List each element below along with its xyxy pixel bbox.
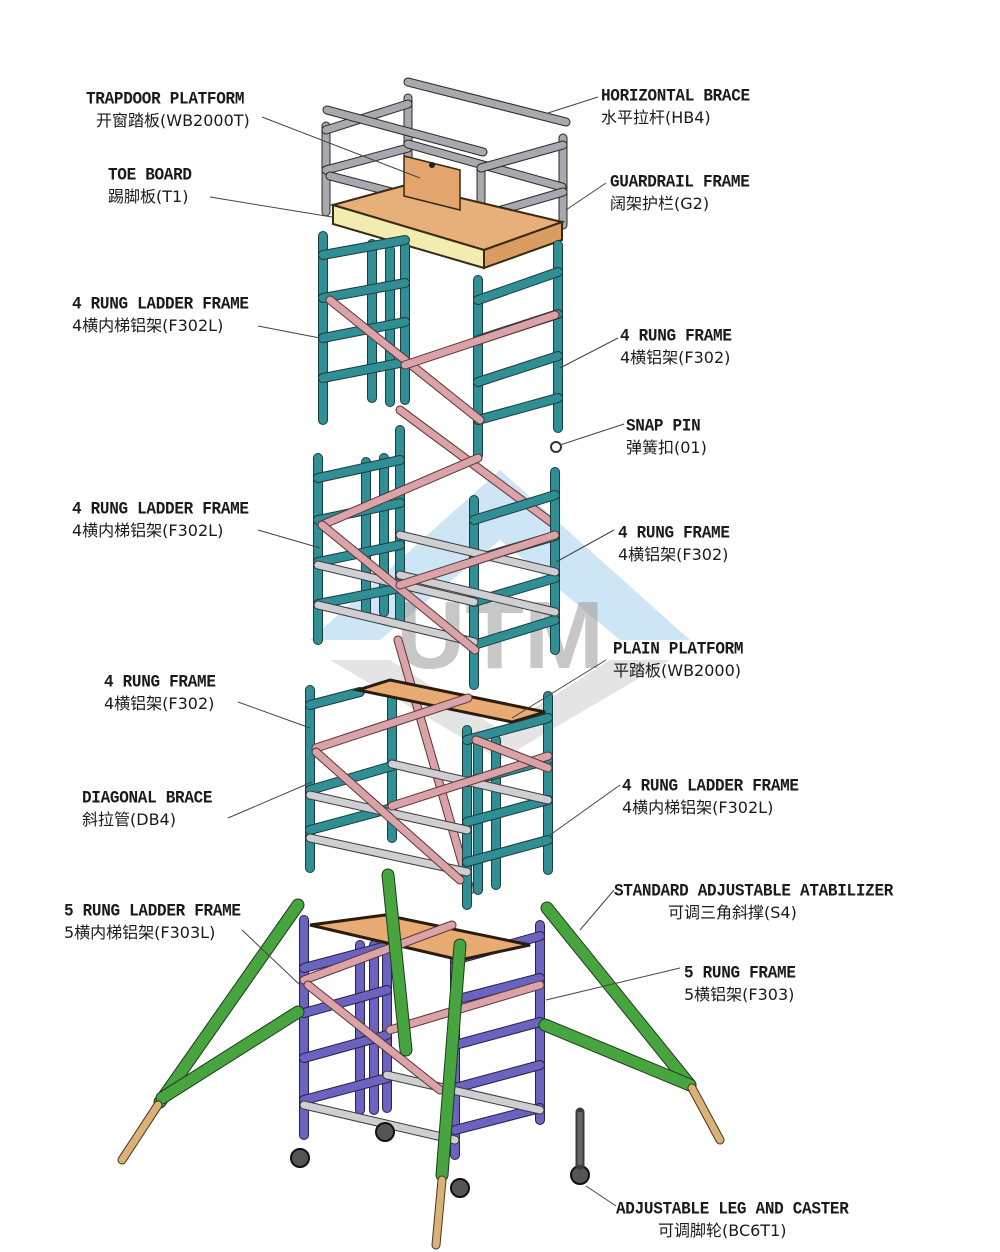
label-toe-board: TOE BOARD 踢脚板(T1) <box>108 164 192 208</box>
label-en: DIAGONAL BRACE <box>82 787 213 809</box>
stabilizers <box>117 868 725 1250</box>
label-en: 4 RUNG LADDER FRAME <box>622 775 799 797</box>
label-trapdoor-platform: TRAPDOOR PLATFORM 开窗踏板(WB2000T) <box>86 88 250 132</box>
label-zh: 4横内梯铝架(F302L) <box>72 316 224 335</box>
label-zh: 4横内梯铝架(F302L) <box>622 798 774 817</box>
label-en: 5 RUNG LADDER FRAME <box>64 900 241 922</box>
leader-lines <box>209 96 681 1207</box>
label-snap-pin: SNAP PIN 弹簧扣(01) <box>626 415 707 459</box>
label-plain-platform: PLAIN PLATFORM 平踏板(WB2000) <box>613 638 744 682</box>
label-zh: 踢脚板(T1) <box>108 187 189 206</box>
label-en: HORIZONTAL BRACE <box>601 85 750 107</box>
label-en: PLAIN PLATFORM <box>613 638 744 660</box>
base-frames <box>299 913 545 1160</box>
snap-pin-part <box>550 441 562 453</box>
label-ladder-frame-2: 4 RUNG LADDER FRAME 4横内梯铝架(F302L) <box>72 498 249 542</box>
label-zh: 4横内梯铝架(F302L) <box>72 521 224 540</box>
label-ladder-frame-5: 5 RUNG LADDER FRAME 5横内梯铝架(F303L) <box>64 900 241 944</box>
label-rung-frame-5: 5 RUNG FRAME 5横铝架(F303) <box>684 962 796 1006</box>
label-zh: 可调三角斜撑(S4) <box>668 903 797 922</box>
label-rung-frame-3: 4 RUNG FRAME 4横铝架(F302) <box>104 671 216 715</box>
label-diagonal-brace: DIAGONAL BRACE 斜拉管(DB4) <box>82 787 213 831</box>
label-en: ADJUSTABLE LEG AND CASTER <box>616 1198 849 1220</box>
label-rung-frame-2: 4 RUNG FRAME 4横铝架(F302) <box>618 522 730 566</box>
label-en: 4 RUNG LADDER FRAME <box>72 293 249 315</box>
level-2-frames <box>313 425 560 895</box>
label-zh: 4横铝架(F302) <box>618 545 729 564</box>
label-ladder-frame-1: 4 RUNG LADDER FRAME 4横内梯铝架(F302L) <box>72 293 249 337</box>
label-zh: 开窗踏板(WB2000T) <box>96 111 250 130</box>
label-leg-caster: ADJUSTABLE LEG AND CASTER 可调脚轮(BC6T1) <box>616 1198 849 1242</box>
label-horizontal-brace: HORIZONTAL BRACE 水平拉杆(HB4) <box>601 85 750 129</box>
level-1-frames <box>318 231 563 530</box>
casters <box>290 1107 590 1198</box>
label-en: 4 RUNG LADDER FRAME <box>72 498 249 520</box>
label-en: TRAPDOOR PLATFORM <box>86 88 245 110</box>
label-zh: 阔架护栏(G2) <box>610 194 710 213</box>
label-en: 4 RUNG FRAME <box>104 671 216 693</box>
label-stabilizer: STANDARD ADJUSTABLE ATABILIZER 可调三角斜撑(S4… <box>614 880 893 924</box>
label-rung-frame-1: 4 RUNG FRAME 4横铝架(F302) <box>620 325 732 369</box>
label-zh: 可调脚轮(BC6T1) <box>658 1221 787 1240</box>
label-en: TOE BOARD <box>108 164 192 186</box>
label-en: 4 RUNG FRAME <box>620 325 732 347</box>
label-zh: 4横铝架(F302) <box>104 694 215 713</box>
label-en: 5 RUNG FRAME <box>684 962 796 984</box>
label-ladder-frame-3: 4 RUNG LADDER FRAME 4横内梯铝架(F302L) <box>622 775 799 819</box>
label-en: STANDARD ADJUSTABLE ATABILIZER <box>614 880 894 902</box>
label-zh: 5横内梯铝架(F303L) <box>64 923 216 942</box>
label-en: GUARDRAIL FRAME <box>610 171 750 193</box>
label-guardrail-frame: GUARDRAIL FRAME 阔架护栏(G2) <box>610 171 750 215</box>
horizontal-brace-part <box>403 77 571 127</box>
label-zh: 斜拉管(DB4) <box>82 810 176 829</box>
label-zh: 水平拉杆(HB4) <box>601 108 711 127</box>
label-zh: 5横铝架(F303) <box>684 985 795 1004</box>
label-zh: 4横铝架(F302) <box>620 348 731 367</box>
label-en: 4 RUNG FRAME <box>618 522 730 544</box>
label-zh: 平踏板(WB2000) <box>613 661 742 680</box>
label-en: SNAP PIN <box>626 415 701 437</box>
label-zh: 弹簧扣(01) <box>626 438 707 457</box>
level-3-frames <box>305 678 553 910</box>
